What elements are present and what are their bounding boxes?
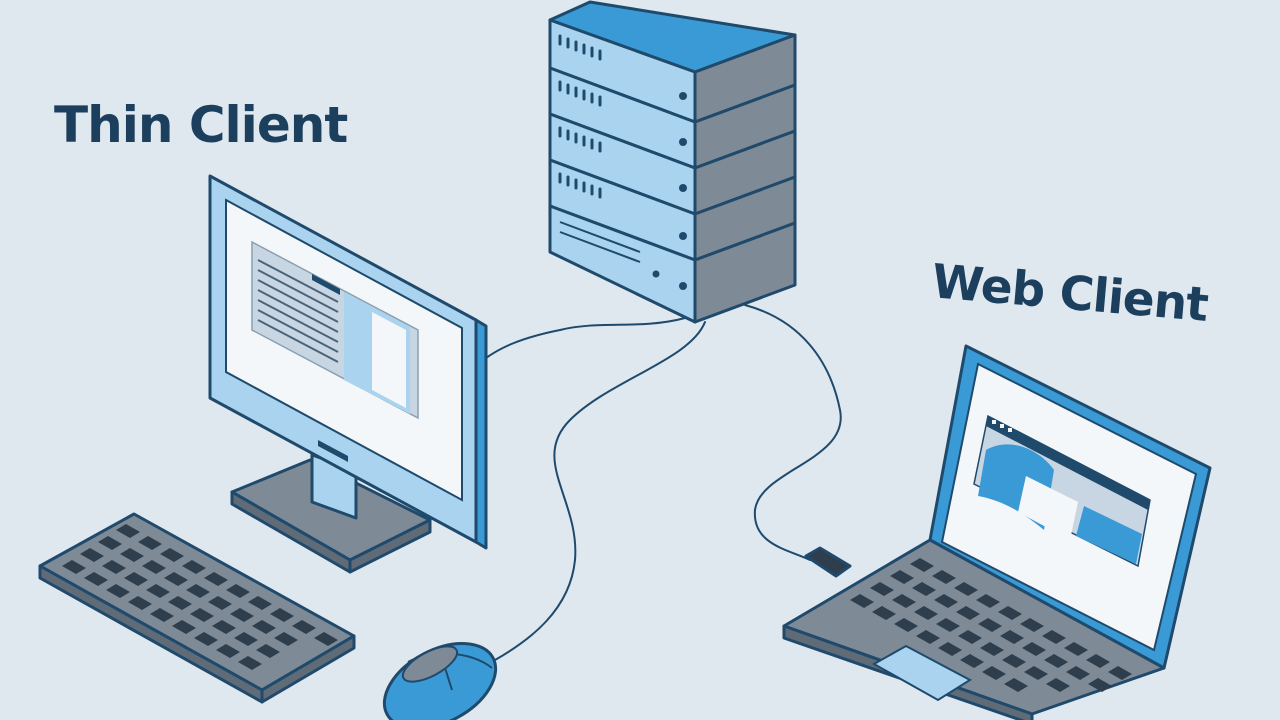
mouse-icon	[382, 642, 498, 720]
server-unit-5	[548, 204, 797, 324]
keyboard-icon	[38, 512, 356, 704]
cable-server-to-laptop	[744, 304, 842, 561]
server-unit-4	[548, 158, 797, 262]
laptop-icon	[782, 344, 1212, 720]
server-rack-icon	[548, 0, 797, 324]
keyboard-keys	[62, 524, 338, 670]
thin-client-label: Thin Client	[54, 96, 348, 154]
cable-server-to-monitor	[485, 317, 686, 359]
usb-plug-icon	[804, 546, 852, 578]
cables	[485, 304, 842, 661]
laptop-trackpad	[871, 644, 972, 702]
cable-server-to-mouse	[494, 321, 706, 661]
desktop-monitor-icon	[208, 174, 488, 574]
laptop-keys	[850, 558, 1132, 692]
